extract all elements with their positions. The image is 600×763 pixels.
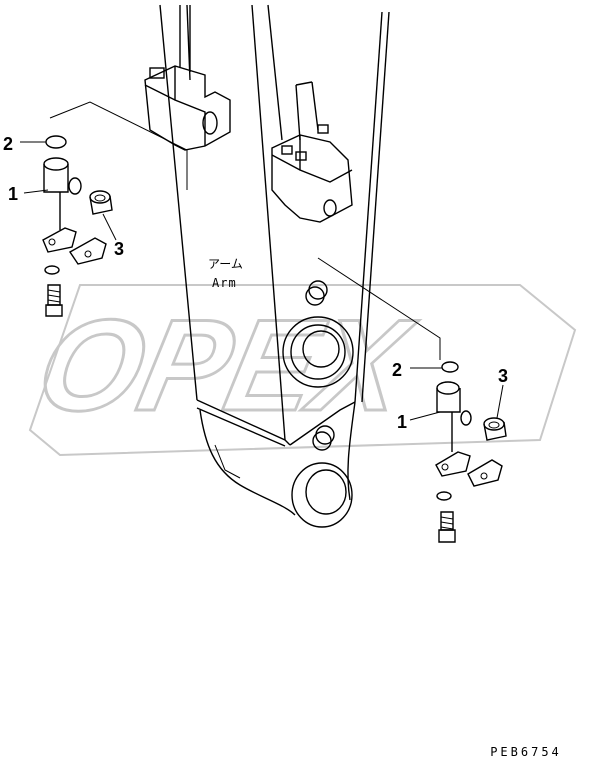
washer-right — [436, 491, 452, 501]
drawing-code: PEB6754 — [490, 745, 562, 759]
callout-left-1: 1 — [8, 184, 18, 204]
watermark-text: OPEX — [26, 292, 425, 437]
boss-lower — [291, 425, 353, 528]
washer-left — [44, 265, 60, 275]
o-ring-left — [45, 135, 67, 149]
callout-right-1: 1 — [397, 412, 407, 432]
bolt-left — [45, 284, 63, 317]
split-flange-left — [42, 227, 107, 265]
callout-right-3: 3 — [498, 366, 508, 386]
boss-upper — [282, 280, 354, 388]
o-ring-right — [441, 361, 459, 373]
parts-group-right — [317, 257, 507, 543]
valve-block-right — [271, 81, 353, 223]
bolt-right — [438, 511, 456, 543]
callout-left-3: 3 — [114, 239, 124, 259]
split-flange-right — [435, 451, 503, 487]
elbow-fitting-right — [436, 381, 472, 452]
parts-group-left — [20, 101, 188, 317]
sleeve-left — [89, 190, 113, 215]
arm-label-en: Arm — [212, 276, 237, 290]
sleeve-right — [483, 417, 507, 441]
callout-left-2: 2 — [3, 134, 13, 154]
arm-label-jp: アーム — [208, 257, 243, 271]
watermark: OPEX — [25, 284, 577, 457]
callout-right-2: 2 — [392, 360, 402, 380]
arm-body — [159, 4, 390, 516]
elbow-fitting-left — [43, 157, 82, 230]
